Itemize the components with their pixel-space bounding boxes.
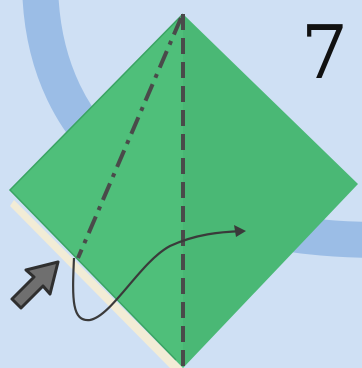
push-arrow-icon: [12, 262, 58, 308]
step-number: 7: [301, 16, 348, 90]
